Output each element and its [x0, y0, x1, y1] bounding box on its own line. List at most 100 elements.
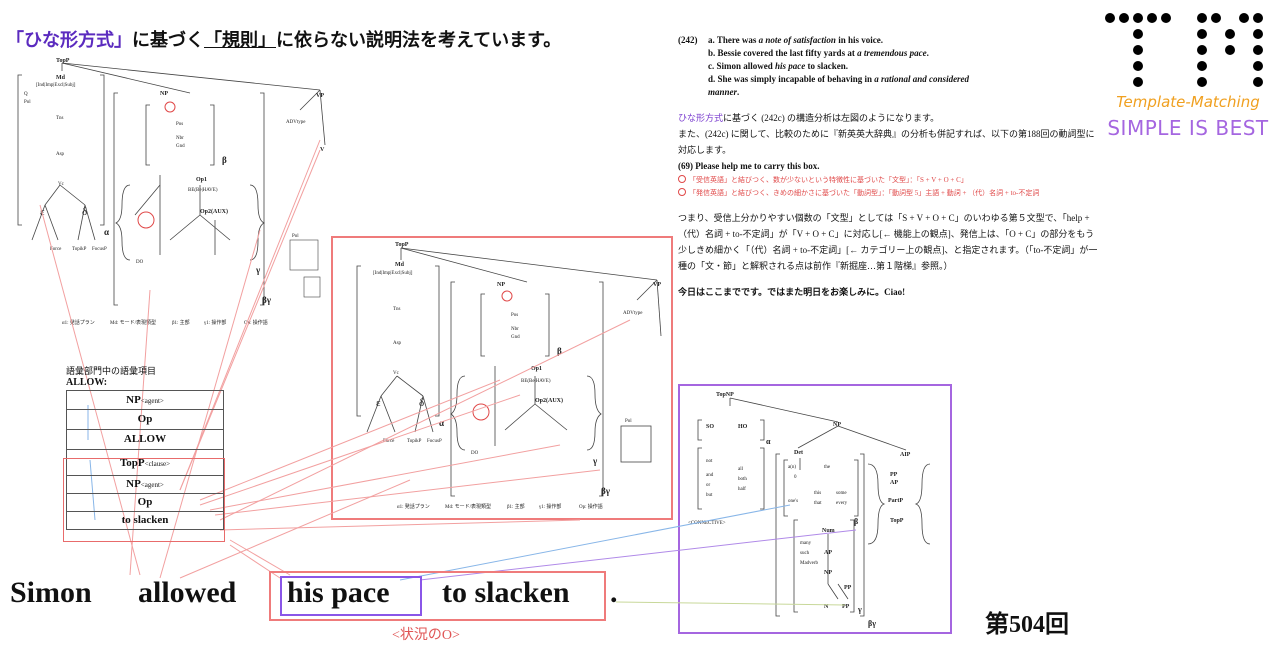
lexicon-table: NP<agent> Op ALLOW TopP<clause> NP<agent… [66, 390, 224, 530]
lexicon-heading-1: 語彙部門中の語彙項目 [66, 366, 157, 376]
red-note-2: 「発信英語」と結びつく、きめの細かさに基づいた「動詞型」：「動詞型 5」主語 +… [678, 187, 1098, 200]
explanation-p3: (69) Please help me to carry this box. [678, 161, 820, 171]
word-not: not [706, 459, 713, 464]
logo-dot [1105, 13, 1115, 23]
node-delta: δ [82, 206, 87, 218]
lexicon-row: Op [66, 410, 224, 430]
node-md-line-framed: [Ind|Imp|Excl|Subj] [373, 271, 413, 276]
word-simon: Simon [10, 576, 92, 609]
logo-dot [1239, 13, 1249, 23]
node-vp-framed: VP [653, 282, 661, 288]
example-item: a. There was a note of satisfaction in h… [708, 35, 883, 45]
node-topikp-framed: TopikP [407, 439, 422, 444]
node-be: BE(Be|HAVE) [188, 188, 218, 193]
node-pol-framed: Pol [625, 419, 632, 424]
lexicon-highlight-box [63, 458, 225, 542]
title-part2: に基づく [132, 30, 204, 50]
node-force: Force [50, 247, 62, 252]
node-topp: TopP [56, 58, 70, 64]
node-do-framed: DO [471, 451, 479, 456]
node-focusp: FocusP [92, 247, 107, 252]
node-pp: PP [842, 604, 850, 610]
example-sentences: (242) a. There was a note of satisfactio… [678, 34, 978, 99]
node-partp: PartP [888, 498, 903, 504]
logo: Template-Matching SIMPLE IS BEST [1098, 8, 1278, 143]
title-part1: 「ひな形方式」 [6, 30, 132, 50]
node-np-purple: NP [833, 422, 841, 428]
legend-op-framed: Op: 操作語 [579, 503, 603, 510]
node-vc-framed: Vc [393, 371, 400, 376]
node-pos: Pos [176, 122, 183, 127]
logo-dot [1197, 29, 1207, 39]
logo-dot [1119, 13, 1129, 23]
example-item: c. Simon allowed his pace to slacken. [708, 61, 849, 71]
node-epsilon: ε [40, 206, 45, 218]
word-his-pace: his pace [287, 576, 390, 609]
node-op1: Op1 [196, 177, 207, 183]
logo-dot [1253, 61, 1263, 71]
node-gamma-framed: γ [592, 456, 598, 466]
circle-icon [678, 175, 686, 183]
node-alpha-purple: α [766, 437, 771, 446]
node-v: V [320, 147, 325, 153]
node-aip: AIP [900, 452, 911, 458]
node-beta-framed: β [557, 346, 562, 356]
logo-dot [1197, 13, 1207, 23]
page-title: 「ひな形方式」に基づく「規則」に依らない説明法を考えています。 [6, 26, 561, 52]
word-every: every [836, 501, 848, 506]
node-num: Num [822, 528, 835, 534]
explanation-text: ひな形方式に基づく (242c) の構造分析は左図のようになります。 また、(2… [678, 110, 1098, 300]
lexicon-heading-2: ALLOW: [66, 377, 108, 388]
word-many: many [800, 541, 812, 546]
node-beta-gamma: βγ [262, 295, 272, 305]
explanation-p4: つまり、受信上分かりやすい個数の「文型」としては「S + V + O + C」の… [678, 213, 1098, 271]
lexicon-row: NP<agent> [66, 390, 224, 410]
logo-dot [1133, 13, 1143, 23]
node-np: NP [160, 91, 168, 97]
word-to-slacken: to slacken [442, 576, 570, 609]
object-complement-box [269, 571, 606, 621]
red-note-1: 「受信英語」と結びつく、数が少ないという特徴性に基づいた「文型」：「S + V … [678, 174, 1098, 187]
word-all: all [738, 467, 744, 472]
node-nbr: Nbr [176, 136, 184, 141]
legend-b1: β1: 主部 [172, 319, 190, 326]
node-topikp: TopikP [72, 247, 87, 252]
node-tns-framed: Tns [393, 307, 401, 312]
node-bg-purple: βγ [868, 619, 876, 628]
node-epsilon-framed: ε [376, 397, 381, 409]
node-gamma-purple: γ [857, 605, 862, 614]
node-gnd: Gnd [176, 144, 185, 149]
word-this: this [814, 491, 821, 496]
explanation-p5: 今日はここまでです。ではまた明日をお楽しみに。Ciao! [678, 287, 906, 297]
node-op2-framed: Op2(AUX) [535, 397, 563, 404]
logo-dot [1197, 77, 1207, 87]
word-allowed: allowed [138, 576, 237, 609]
node-ap-purple: AP [824, 550, 832, 556]
purple-frame-tree [678, 384, 952, 634]
lexicon-row: Op [66, 494, 224, 512]
logo-dot [1133, 29, 1143, 39]
node-md-line: [Ind|Imp|Excl|Subj] [36, 83, 76, 88]
example-number: (242) [678, 35, 698, 45]
tree-diagram-left: TopP Md [Ind|Imp|Excl|Subj] Q Pol Tns As… [17, 58, 326, 326]
node-vc: Vc [58, 182, 65, 187]
logo-line2: SIMPLE IS BEST [1107, 116, 1269, 140]
node-alpha: α [104, 227, 109, 237]
word-but: but [706, 493, 713, 498]
situation-object-label: <状況のO> [392, 628, 460, 643]
node-force-framed: Force [383, 439, 395, 444]
node-adv-framed: ADVtype [623, 311, 643, 316]
node-connective: <CONNECTIVE> [688, 521, 726, 526]
logo-dot [1253, 13, 1263, 23]
legend-b1-framed: β1: 主部 [507, 503, 525, 510]
legend-a1-framed: α1: 発話プラン [397, 503, 430, 510]
word-the: the [824, 465, 831, 470]
word-a: a(n) [788, 465, 796, 470]
legend-a1: α1: 発話プラン [62, 319, 95, 326]
logo-line1: Template-Matching [1116, 93, 1260, 111]
red-frame-tree [331, 236, 673, 520]
legend-md: Md: モード/表現類型 [110, 319, 156, 326]
example-sentence: Simon allowed his pace to slacken . [10, 576, 630, 616]
example-item: b. Bessie covered the last fifty yards a… [708, 48, 929, 58]
